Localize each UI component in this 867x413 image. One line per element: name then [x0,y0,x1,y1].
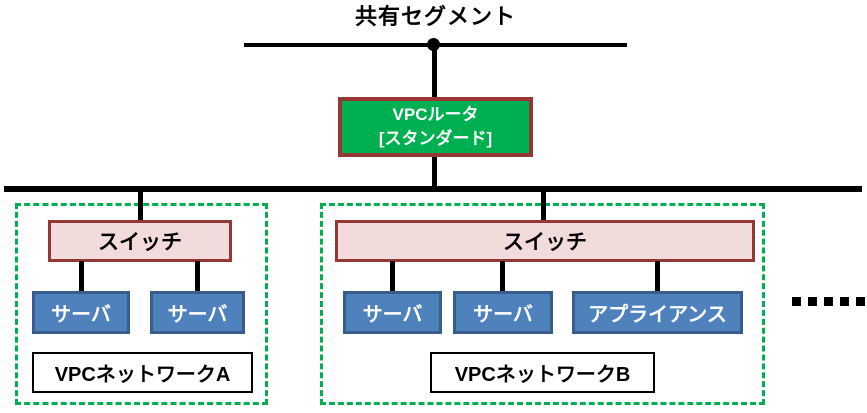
switch-b-to-server-2-line [500,261,505,292]
shared-segment-label: 共有セグメント [354,4,516,29]
switch-b-to-server-1-line [390,261,395,292]
backbone-to-switch-a-line [138,191,143,222]
server-a1-box: サーバ [32,291,130,334]
switch-b-box: スイッチ [335,220,755,262]
continuation-dot [808,297,817,306]
backbone-line [4,186,862,192]
server-b2-box: サーバ [453,291,553,334]
vpc-router-name: VPCルータ [392,105,479,124]
switch-a-to-server-2-line [195,261,200,292]
router-to-backbone-line [432,157,437,187]
vpc-network-a-label: VPCネットワークA [32,352,253,393]
continuation-dot [856,297,865,306]
continuation-dots [792,297,865,306]
continuation-dot [792,297,801,306]
vpc-router-box: VPCルータ [スタンダード] [338,97,533,157]
appliance-box: アプライアンス [572,291,743,334]
server-a2-box: サーバ [150,291,245,334]
backbone-to-switch-b-line [541,191,546,222]
continuation-dot [840,297,849,306]
server-b1-box: サーバ [343,291,442,334]
switch-a-to-server-1-line [79,261,84,292]
vpc-network-b-label: VPCネットワークB [430,352,655,393]
switch-a-box: スイッチ [48,220,232,262]
switch-b-to-appliance-line [655,261,660,292]
segment-to-router-line [432,44,437,97]
vpc-router-plan: [スタンダード] [378,129,493,148]
continuation-dot [824,297,833,306]
